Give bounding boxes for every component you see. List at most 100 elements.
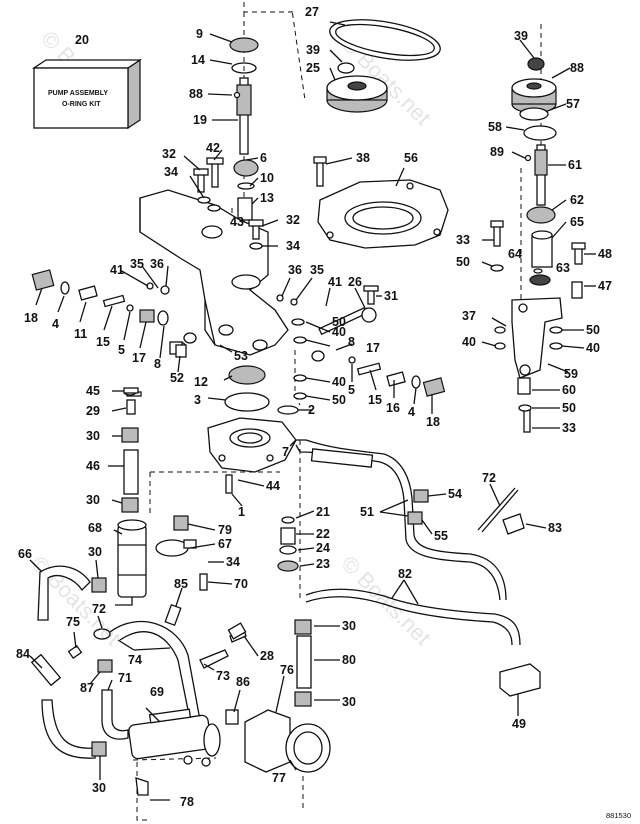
canister[interactable] xyxy=(115,519,147,606)
cooler[interactable] xyxy=(128,708,221,767)
hose-84[interactable] xyxy=(30,653,107,759)
callout-label[interactable]: 15 xyxy=(96,335,110,349)
callout-label[interactable]: 40 xyxy=(332,375,346,389)
callout-label[interactable]: 19 xyxy=(193,113,207,127)
callout-label[interactable]: 51 xyxy=(360,505,374,519)
callout-label[interactable]: 42 xyxy=(206,141,220,155)
callout-label[interactable]: 45 xyxy=(86,384,100,398)
callout-label[interactable]: 30 xyxy=(86,493,100,507)
callout-label[interactable]: 78 xyxy=(180,795,194,809)
callout-label[interactable]: 38 xyxy=(356,151,370,165)
callout-label[interactable]: 59 xyxy=(564,367,578,381)
clamp[interactable] xyxy=(155,515,197,557)
callout-label[interactable]: 35 xyxy=(310,263,324,277)
callout-label[interactable]: 83 xyxy=(548,521,562,535)
callout-label[interactable]: 73 xyxy=(216,669,230,683)
callout-label[interactable]: 24 xyxy=(316,541,330,555)
callout-label[interactable]: 22 xyxy=(316,527,330,541)
callout-label[interactable]: 66 xyxy=(18,547,32,561)
callout-label[interactable]: 54 xyxy=(448,487,462,501)
callout-label[interactable]: 34 xyxy=(286,239,300,253)
callout-label[interactable]: 2 xyxy=(308,403,315,417)
callout-label[interactable]: 12 xyxy=(194,375,208,389)
callout-label[interactable]: 16 xyxy=(386,401,400,415)
callout-label[interactable]: 55 xyxy=(434,529,448,543)
callout-label[interactable]: 4 xyxy=(408,405,415,419)
callout-label[interactable]: 17 xyxy=(366,341,380,355)
callout-label[interactable]: 33 xyxy=(456,233,470,247)
callout-label[interactable]: 60 xyxy=(562,383,576,397)
callout-label[interactable]: 28 xyxy=(260,649,274,663)
callout-label[interactable]: 8 xyxy=(154,357,161,371)
callout-label[interactable]: 71 xyxy=(118,671,132,685)
callout-label[interactable]: 41 xyxy=(110,263,124,277)
callout-label[interactable]: 72 xyxy=(92,602,106,616)
callout-label[interactable]: 14 xyxy=(191,53,205,67)
callout-label[interactable]: 69 xyxy=(150,685,164,699)
callout-label[interactable]: 34 xyxy=(164,165,178,179)
misc-fittings[interactable] xyxy=(164,603,247,725)
callout-label[interactable]: 17 xyxy=(132,351,146,365)
callout-label[interactable]: 26 xyxy=(348,275,362,289)
callout-label[interactable]: 74 xyxy=(128,653,142,667)
callout-label[interactable]: 50 xyxy=(332,393,346,407)
hose-66[interactable] xyxy=(37,565,107,621)
callout-label[interactable]: 29 xyxy=(86,404,100,418)
callout-label[interactable]: 77 xyxy=(272,771,286,785)
callout-label[interactable]: 6 xyxy=(260,151,267,165)
callout-label[interactable]: 48 xyxy=(598,247,612,261)
callout-label[interactable]: 50 xyxy=(332,315,346,329)
callout-label[interactable]: 44 xyxy=(266,479,280,493)
callout-label[interactable]: 49 xyxy=(512,717,526,731)
callout-label[interactable]: 31 xyxy=(384,289,398,303)
callout-label[interactable]: 23 xyxy=(316,557,330,571)
callout-label[interactable]: 75 xyxy=(66,615,80,629)
callout-label[interactable]: 76 xyxy=(280,663,294,677)
callout-label[interactable]: 65 xyxy=(570,215,584,229)
pump-kit-box[interactable]: PUMP ASSEMBLY O-RING KIT xyxy=(31,58,143,130)
callout-label[interactable]: 50 xyxy=(562,401,576,415)
pulley-right[interactable] xyxy=(511,57,557,141)
left-fittings-stack[interactable] xyxy=(121,427,139,513)
callout-label[interactable]: 50 xyxy=(456,255,470,269)
callout-label[interactable]: 39 xyxy=(514,29,528,43)
callout-label[interactable]: 88 xyxy=(570,61,584,75)
callout-label[interactable]: 10 xyxy=(260,171,274,185)
callout-label[interactable]: 40 xyxy=(586,341,600,355)
callout-label[interactable]: 39 xyxy=(306,43,320,57)
callout-label[interactable]: 21 xyxy=(316,505,330,519)
callout-label[interactable]: 15 xyxy=(368,393,382,407)
callout-label[interactable]: 62 xyxy=(570,193,584,207)
callout-label[interactable]: 88 xyxy=(189,87,203,101)
callout-label[interactable]: 47 xyxy=(598,279,612,293)
screws[interactable] xyxy=(126,156,586,591)
callout-label[interactable]: 87 xyxy=(80,681,94,695)
callout-label[interactable]: 20 xyxy=(75,33,89,47)
callout-label[interactable]: 30 xyxy=(342,695,356,709)
callout-label[interactable]: 85 xyxy=(174,577,188,591)
callout-label[interactable]: 11 xyxy=(74,327,87,341)
callout-label[interactable]: 27 xyxy=(305,5,319,19)
idler-bracket[interactable] xyxy=(511,297,563,379)
callout-label[interactable]: 40 xyxy=(332,325,346,339)
callout-label[interactable]: 37 xyxy=(462,309,476,323)
callout-label[interactable]: 58 xyxy=(488,120,502,134)
callout-label[interactable]: 46 xyxy=(86,459,100,473)
callout-label[interactable]: 57 xyxy=(566,97,580,111)
callout-label[interactable]: 36 xyxy=(288,263,302,277)
callout-label[interactable]: 84 xyxy=(16,647,30,661)
callout-label[interactable]: 8 xyxy=(348,335,355,349)
callout-label[interactable]: 18 xyxy=(426,415,440,429)
left-shaft-stack[interactable] xyxy=(229,37,259,221)
callout-label[interactable]: 30 xyxy=(88,545,102,559)
right-lower-parts[interactable] xyxy=(407,487,541,697)
callout-label[interactable]: 80 xyxy=(342,653,356,667)
callout-label[interactable]: 5 xyxy=(118,343,125,357)
callout-label[interactable]: 36 xyxy=(150,257,164,271)
elbow-fitting[interactable] xyxy=(135,777,149,796)
right-shaft-stack[interactable] xyxy=(524,144,556,286)
main-housing[interactable] xyxy=(139,189,289,356)
callout-label[interactable]: 35 xyxy=(130,257,144,271)
callout-label[interactable]: 43 xyxy=(230,215,244,229)
callout-label[interactable]: 72 xyxy=(482,471,496,485)
